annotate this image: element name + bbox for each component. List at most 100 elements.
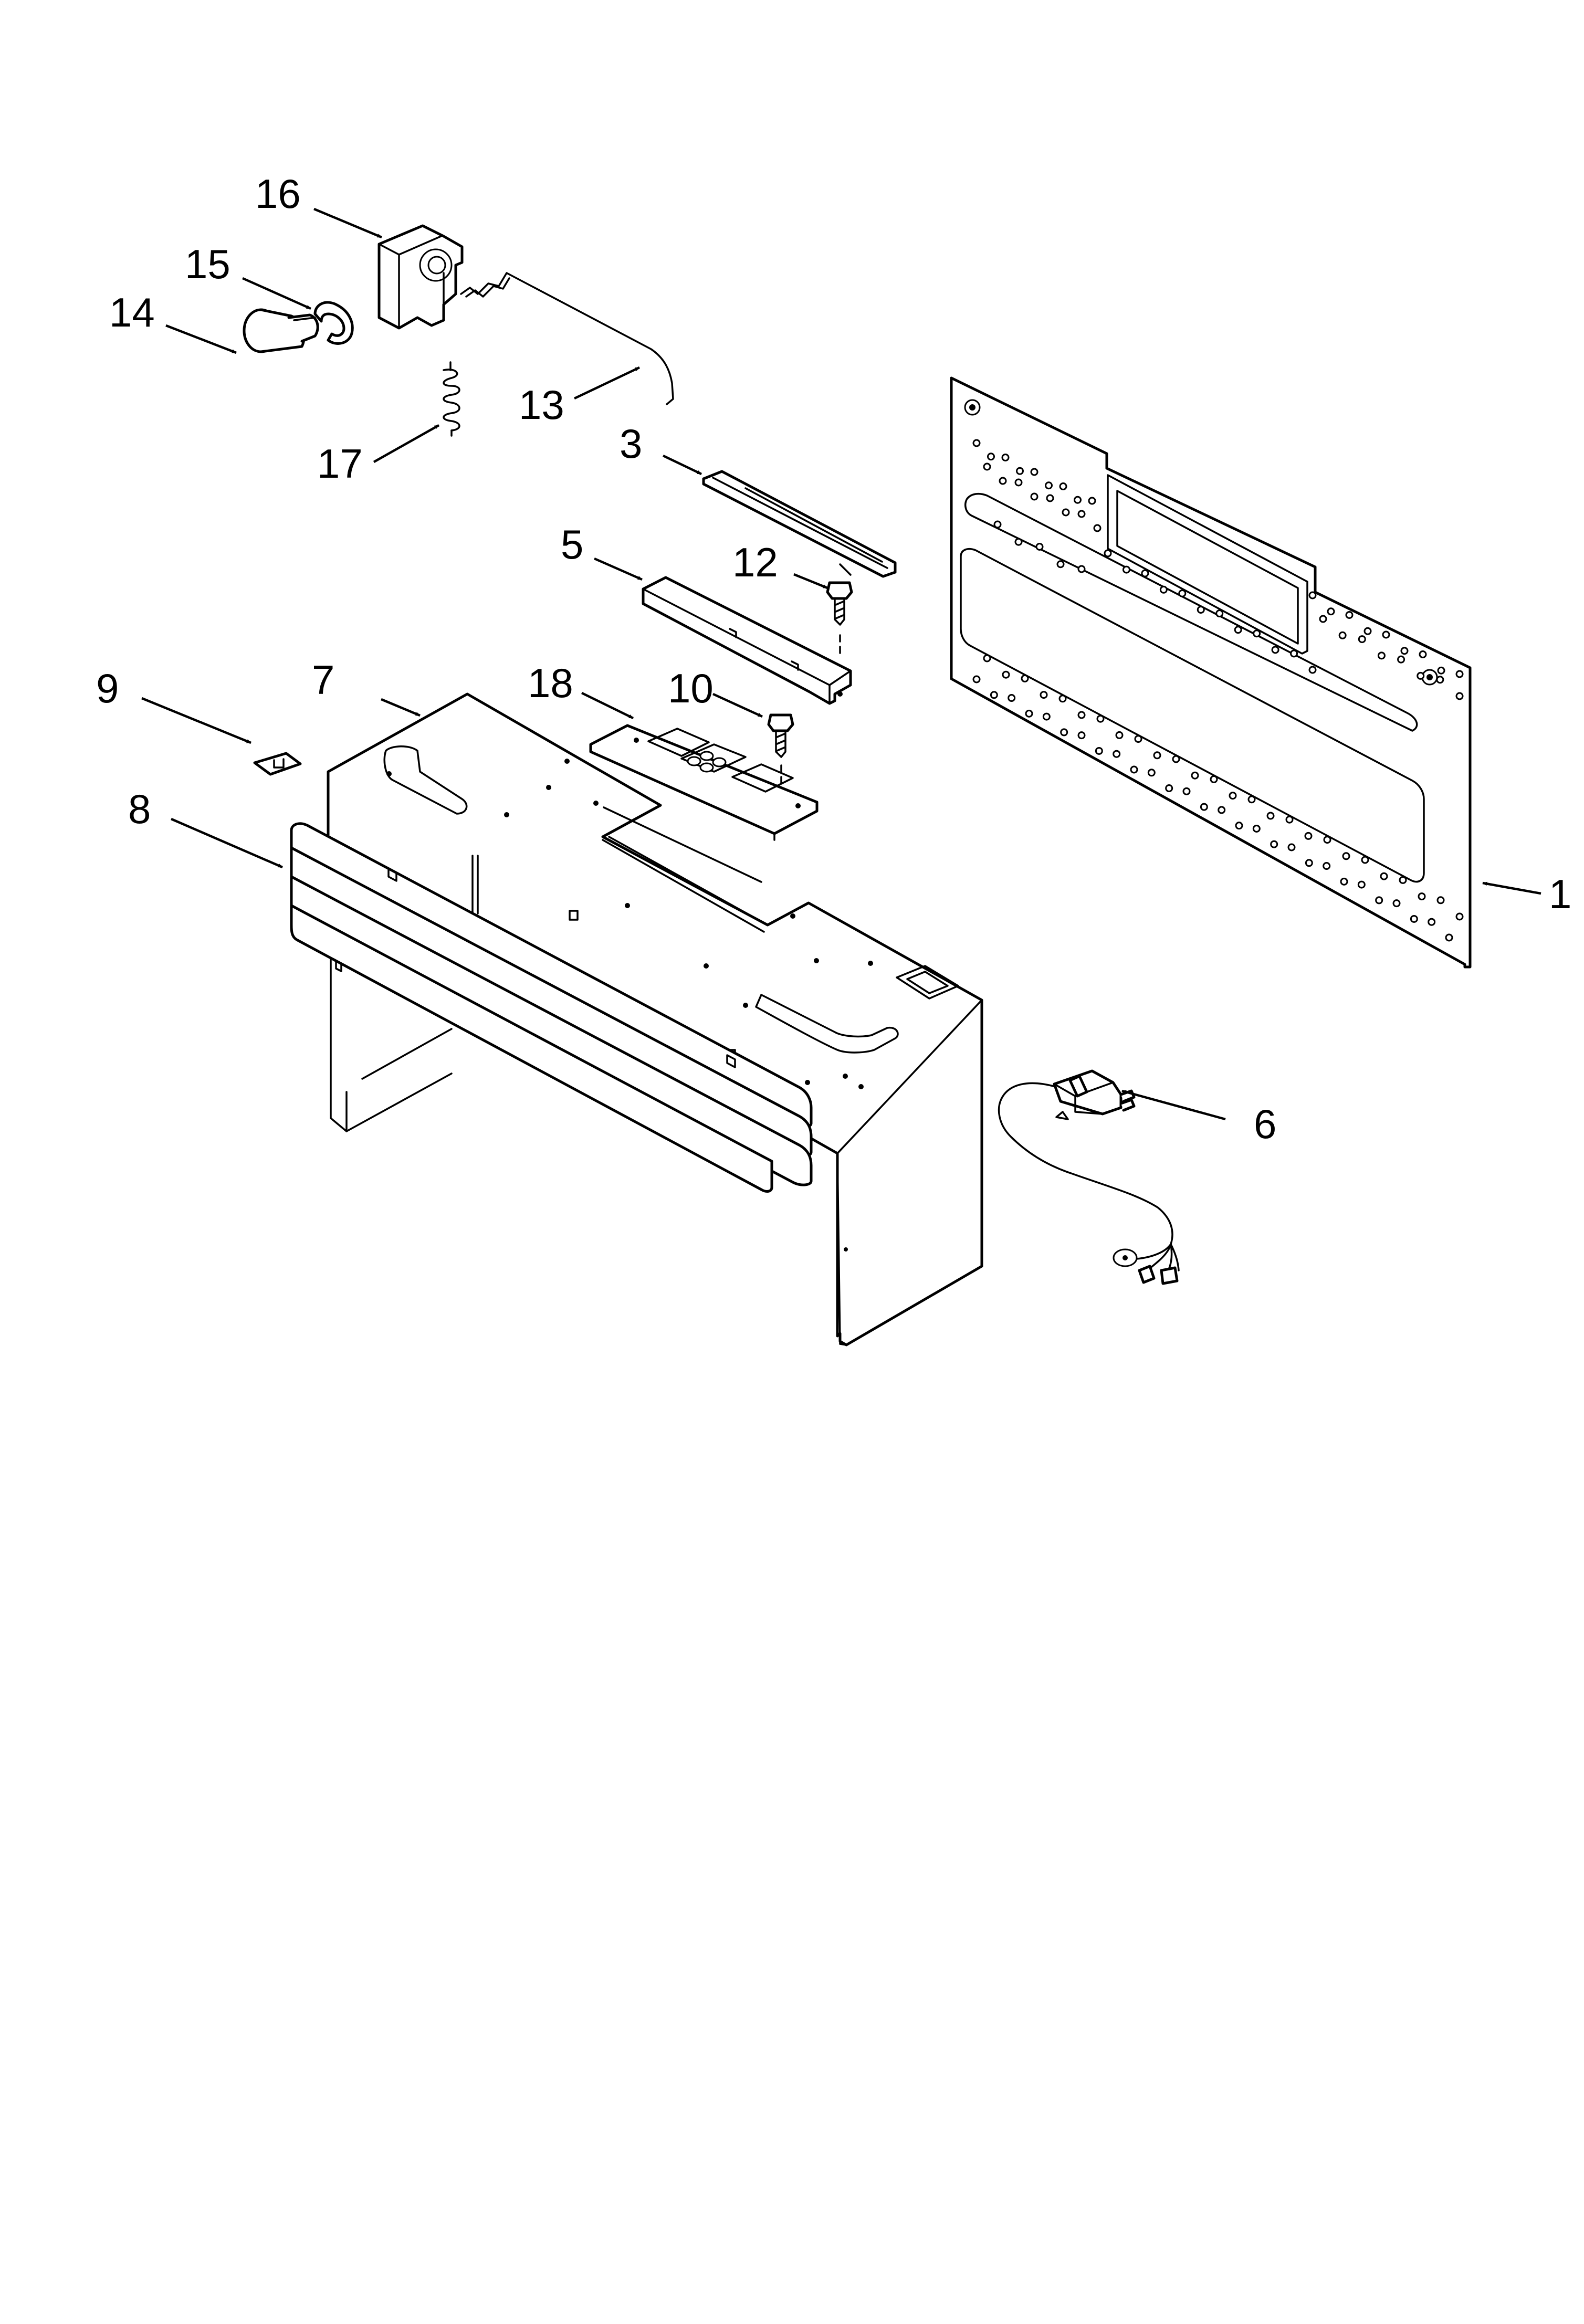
perforation-hole [1074, 496, 1082, 504]
perforation-hole [1088, 497, 1096, 505]
callout-3: 3 [620, 420, 642, 467]
perforation-hole [1030, 492, 1038, 501]
perforation-hole [1338, 631, 1347, 639]
perforation-hole [1270, 840, 1278, 848]
perforation-hole [1077, 510, 1086, 518]
perforation-hole [1025, 709, 1033, 718]
latch-rod [460, 272, 674, 405]
callout-13: 13 [519, 382, 564, 428]
latch-bracket [377, 224, 464, 330]
perforation-hole [1045, 481, 1053, 490]
perforation-hole [1323, 836, 1331, 844]
perforation-hole [1021, 674, 1029, 682]
perforation-hole [1215, 609, 1224, 618]
perforation-hole [1008, 694, 1016, 702]
perforation-hole [1062, 508, 1070, 517]
leader-lines [141, 207, 1541, 1121]
perforation-hole [1252, 824, 1261, 833]
perforation-hole [1327, 607, 1335, 616]
perforation-hole [1115, 731, 1124, 739]
perforation-hole [1419, 650, 1427, 658]
perforation-hole [1229, 792, 1237, 800]
perforation-hole [1445, 933, 1453, 942]
perforation-hole [990, 691, 998, 699]
perforation-hole [1319, 615, 1327, 623]
screw-12 [826, 581, 853, 657]
perforation-hole [1290, 649, 1298, 658]
perforation-hole [1308, 666, 1317, 674]
perforation-hole [1417, 671, 1425, 680]
perforation-hole [1182, 787, 1191, 795]
perforation-hole [1382, 630, 1390, 639]
perforation-hole [1218, 806, 1226, 814]
perforation-hole [1377, 651, 1386, 660]
perforation-hole [1357, 880, 1366, 889]
perforation-hole [1271, 646, 1279, 654]
perforation-hole [993, 520, 1002, 529]
perforation-hole [1363, 627, 1372, 635]
perforation-hole [1134, 735, 1142, 743]
spring [443, 361, 460, 437]
control-plate [589, 724, 819, 883]
perforation-hole [999, 477, 1007, 485]
perforation-hole [1197, 605, 1205, 614]
callout-17: 17 [317, 440, 363, 487]
perforation-hole [1308, 591, 1317, 600]
perforation-hole [1392, 899, 1401, 908]
perforation-hole [1345, 611, 1354, 619]
perforation-hole [1400, 647, 1409, 655]
perforation-hole [1060, 728, 1068, 737]
callout-16: 16 [255, 171, 301, 217]
perforation-hole [1147, 769, 1156, 777]
perforation-hole [1077, 565, 1086, 573]
perforation-hole [1305, 859, 1313, 867]
perforation-hole [1030, 468, 1038, 476]
perforation-hole [1418, 892, 1426, 901]
power-cord [998, 1069, 1180, 1285]
perforation-hole [1266, 812, 1275, 820]
mounting-bracket [642, 576, 852, 705]
perforation-hole [1141, 569, 1149, 577]
perforation-hole [1002, 670, 1010, 679]
perforation-hole [1428, 918, 1436, 926]
perforation-hole [1436, 676, 1444, 684]
perforation-hole [1253, 629, 1261, 638]
perforation-hole [1077, 731, 1086, 740]
perforation-hole [1165, 784, 1173, 793]
callout-7: 7 [312, 657, 334, 703]
callout-1: 1 [1549, 871, 1571, 917]
perforation-hole [1287, 843, 1296, 851]
perforation-hole [1455, 692, 1464, 700]
perforation-hole [1247, 795, 1256, 804]
perforation-hole [983, 654, 991, 663]
perforation-hole [1323, 862, 1331, 870]
screw-10 [767, 713, 794, 798]
perforation-hole [1200, 803, 1208, 811]
perforation-hole [1191, 771, 1199, 780]
button [243, 308, 319, 353]
callout-10: 10 [668, 665, 714, 711]
perforation-hole [1153, 751, 1161, 760]
perforation-hole [1056, 560, 1065, 569]
perforation-hole [1342, 852, 1350, 860]
perforation-hole [1358, 635, 1366, 644]
perforation-hole [1035, 543, 1044, 551]
perforation-hole [1059, 482, 1067, 490]
callout-18: 18 [528, 660, 573, 706]
perforation-hole [1375, 896, 1383, 905]
perforation-hole [1130, 765, 1138, 774]
perforation-hole [983, 462, 991, 471]
perforation-hole [1093, 524, 1102, 532]
perforation-hole [972, 675, 981, 683]
callout-14: 14 [109, 289, 155, 335]
perforation-hole [1380, 872, 1388, 880]
back-panel [950, 376, 1472, 969]
perforation-hole [1397, 655, 1405, 664]
perforation-hole [1001, 454, 1010, 461]
perforation-hole [1095, 746, 1103, 755]
callout-5: 5 [561, 521, 583, 567]
perforation-hole [1340, 877, 1348, 886]
perforation-hole [1058, 695, 1067, 703]
perforation-hole [1104, 549, 1112, 558]
